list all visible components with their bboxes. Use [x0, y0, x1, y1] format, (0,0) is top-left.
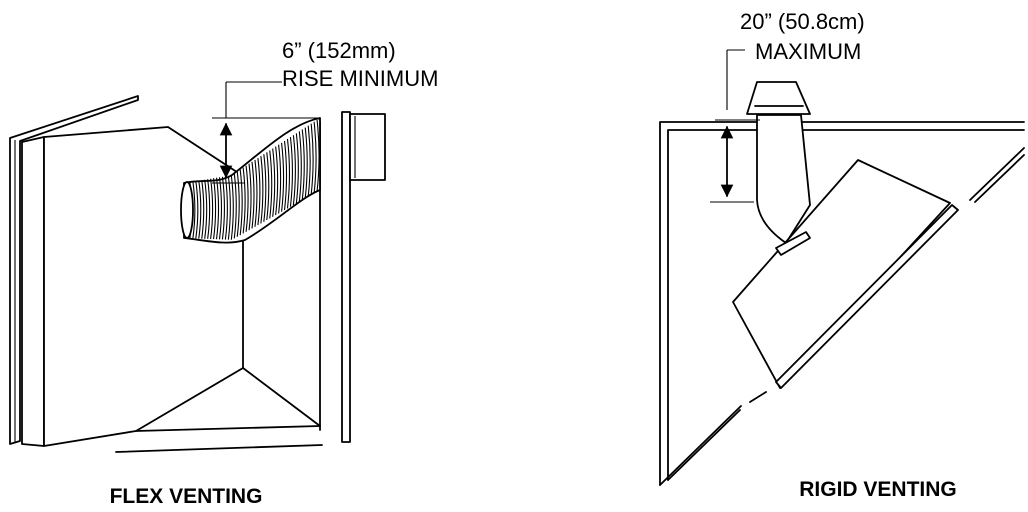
- duct-rib: [257, 157, 261, 226]
- flex-back-wall: [319, 111, 386, 443]
- duct-rib: [204, 179, 208, 239]
- rigid-dimension-value: 20” (50.8cm): [740, 9, 865, 34]
- duct-rib: [283, 140, 288, 211]
- duct-rib: [281, 142, 285, 212]
- flex-venting-figure: 6” (152mm) RISE MINIMUM FLEX VENTING: [9, 38, 438, 508]
- duct-rib: [298, 131, 302, 202]
- duct-rib: [210, 178, 214, 240]
- duct-rib: [310, 123, 314, 196]
- duct-rib: [301, 129, 305, 201]
- flex-duct: [180, 117, 321, 244]
- duct-rib: [278, 144, 282, 214]
- duct-rib: [260, 156, 264, 224]
- flex-wall: [9, 95, 139, 445]
- duct-rib: [233, 173, 237, 239]
- rigid-venting-caption: RIGID VENTING: [799, 478, 957, 501]
- duct-rib: [275, 146, 279, 216]
- rigid-dimension-note: MAXIMUM: [755, 39, 861, 64]
- duct-rib: [201, 180, 205, 239]
- duct-rib: [289, 137, 293, 207]
- duct-rib: [239, 169, 243, 236]
- flex-rise-dimension: 6” (152mm) RISE MINIMUM: [212, 38, 438, 184]
- duct-rib: [245, 165, 249, 232]
- duct-rib: [304, 127, 308, 199]
- duct-rib: [254, 159, 258, 227]
- rigid-venting-figure: 20” (50.8cm) MAXIMUM RIGID VENTING: [659, 9, 1025, 501]
- rigid-roof-cap: [746, 81, 811, 115]
- rigid-duct: [756, 114, 811, 244]
- duct-rib: [207, 179, 211, 239]
- flex-venting-caption: FLEX VENTING: [110, 485, 263, 508]
- duct-rib: [242, 167, 246, 234]
- duct-rib: [236, 171, 240, 237]
- duct-rib: [227, 175, 231, 240]
- flex-dimension-value: 6” (152mm): [282, 38, 396, 63]
- flex-dimension-note: RISE MINIMUM: [282, 66, 438, 91]
- duct-rib: [221, 176, 225, 240]
- duct-rib: [295, 133, 299, 204]
- duct-rib: [269, 150, 273, 219]
- duct-rib: [195, 181, 199, 239]
- duct-rib: [248, 163, 252, 231]
- duct-rib: [224, 176, 228, 240]
- rigid-hood: [732, 159, 959, 389]
- duct-rib: [307, 125, 311, 197]
- duct-rib: [266, 152, 270, 221]
- duct-rib: [292, 135, 296, 206]
- duct-rib: [263, 154, 267, 222]
- duct-rib: [316, 119, 320, 192]
- duct-rib: [313, 121, 317, 194]
- rigid-frame: [659, 121, 1025, 486]
- duct-rib: [286, 138, 291, 209]
- duct-rib: [230, 175, 234, 240]
- duct-rib: [198, 180, 202, 239]
- duct-rib: [192, 181, 196, 239]
- rigid-max-dimension: 20” (50.8cm) MAXIMUM: [710, 9, 865, 203]
- duct-rib: [251, 161, 255, 229]
- duct-rib: [272, 148, 276, 217]
